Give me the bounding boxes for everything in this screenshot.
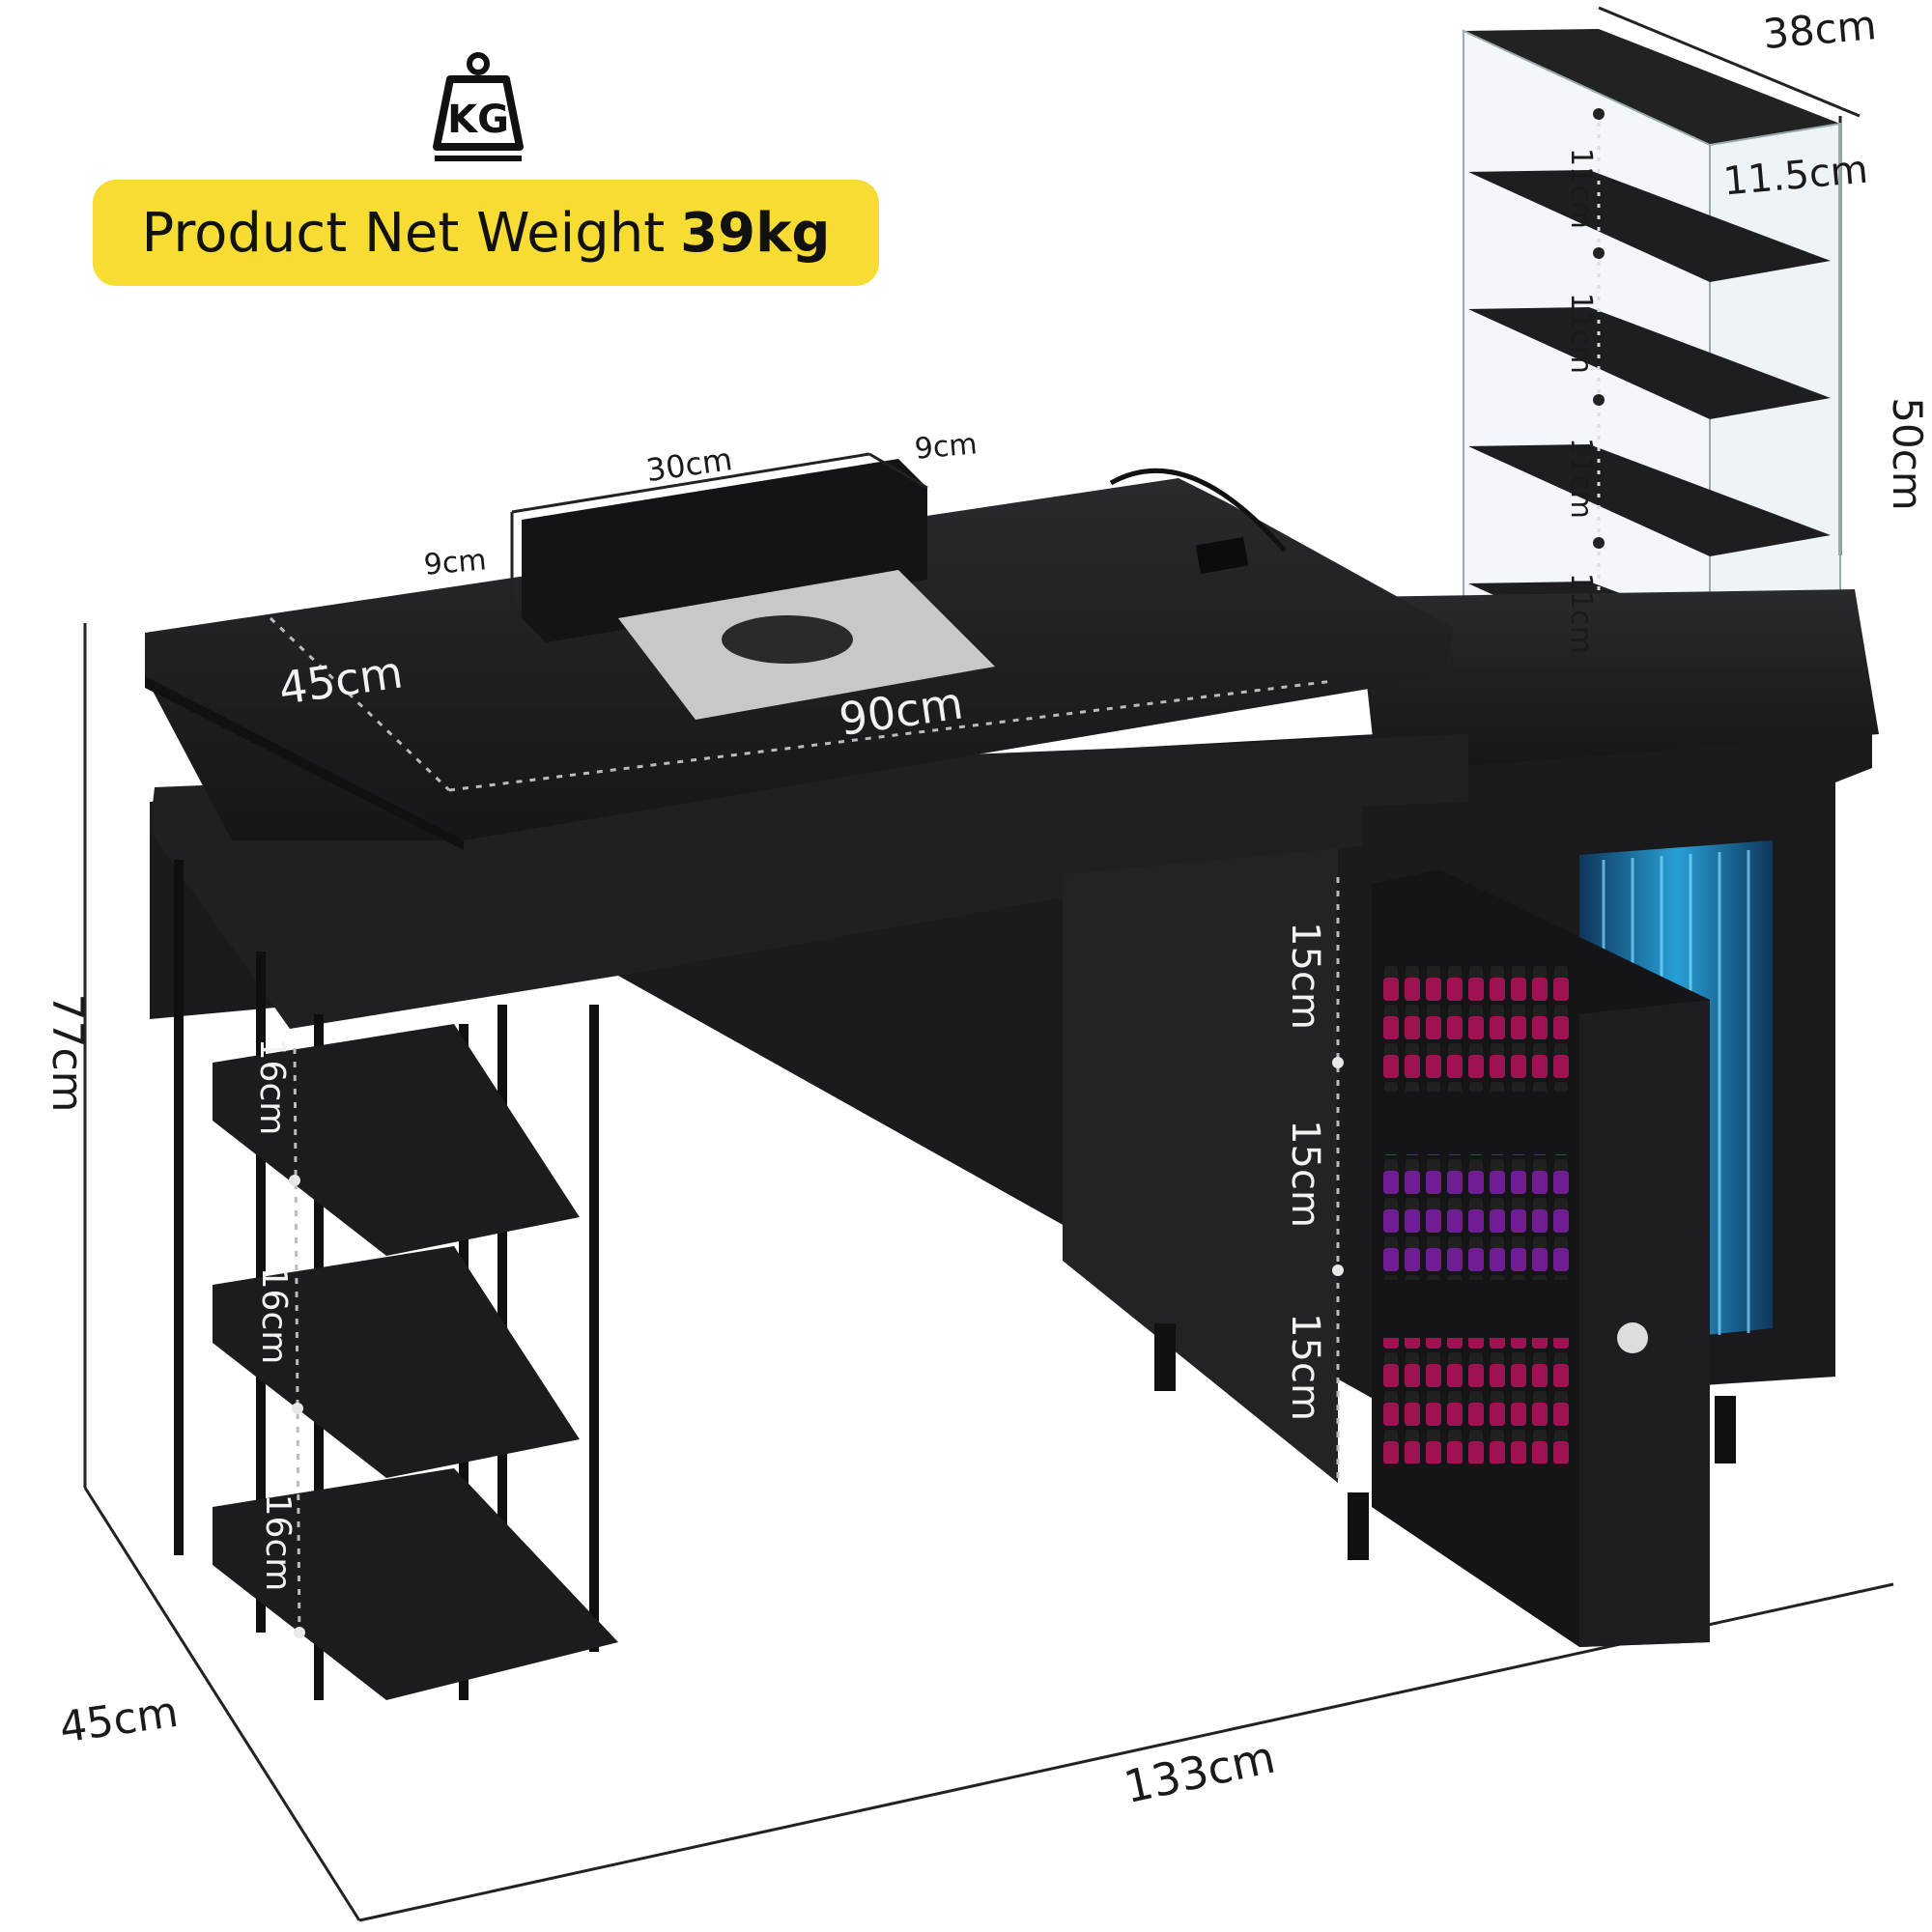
net-weight-label: Product Net Weight: [141, 201, 666, 265]
tower-shelf-gap-1: 11cm: [1564, 148, 1598, 229]
desk-body: [145, 459, 1879, 1700]
armrest-height-label: 9cm: [422, 543, 488, 582]
drawer-shelf-gap-1: 15cm: [1283, 922, 1327, 1030]
left-shelf-gap-3: 16cm: [258, 1494, 298, 1592]
net-weight-value: 39kg: [680, 201, 831, 265]
drawer-shelf-gap-2: 15cm: [1283, 1120, 1327, 1228]
tower-depth-label: 38cm: [1761, 1, 1878, 58]
kg-icon-letters: KG: [447, 98, 509, 142]
overall-height-label: 77cm: [43, 993, 92, 1112]
net-weight-badge: Product Net Weight 39kg: [93, 180, 879, 286]
drawer-shelf-gap-3: 15cm: [1283, 1313, 1327, 1421]
tabletop-guides: [269, 616, 1340, 1643]
overall-width-label: 133cm: [1120, 1731, 1280, 1814]
left-shelf-gap-2: 16cm: [254, 1267, 294, 1365]
tower-shelf-gap-4: 11cm: [1564, 573, 1598, 654]
weight-scale-icon: KG: [433, 52, 524, 161]
armrest-dimension-lines: [510, 452, 928, 604]
tower-shelf-gap-2: 11cm: [1564, 293, 1598, 374]
tower-shelf-gap-3: 11cm: [1564, 438, 1598, 519]
left-shelf-gap-1: 16cm: [252, 1038, 292, 1136]
armrest-depth-label: 9cm: [913, 427, 979, 467]
drawer-lock-icon: [1617, 1322, 1648, 1353]
tower-height-label: 50cm: [1884, 397, 1931, 510]
overall-depth-label: 45cm: [57, 1688, 182, 1753]
armrest-length-label: 30cm: [644, 440, 735, 489]
